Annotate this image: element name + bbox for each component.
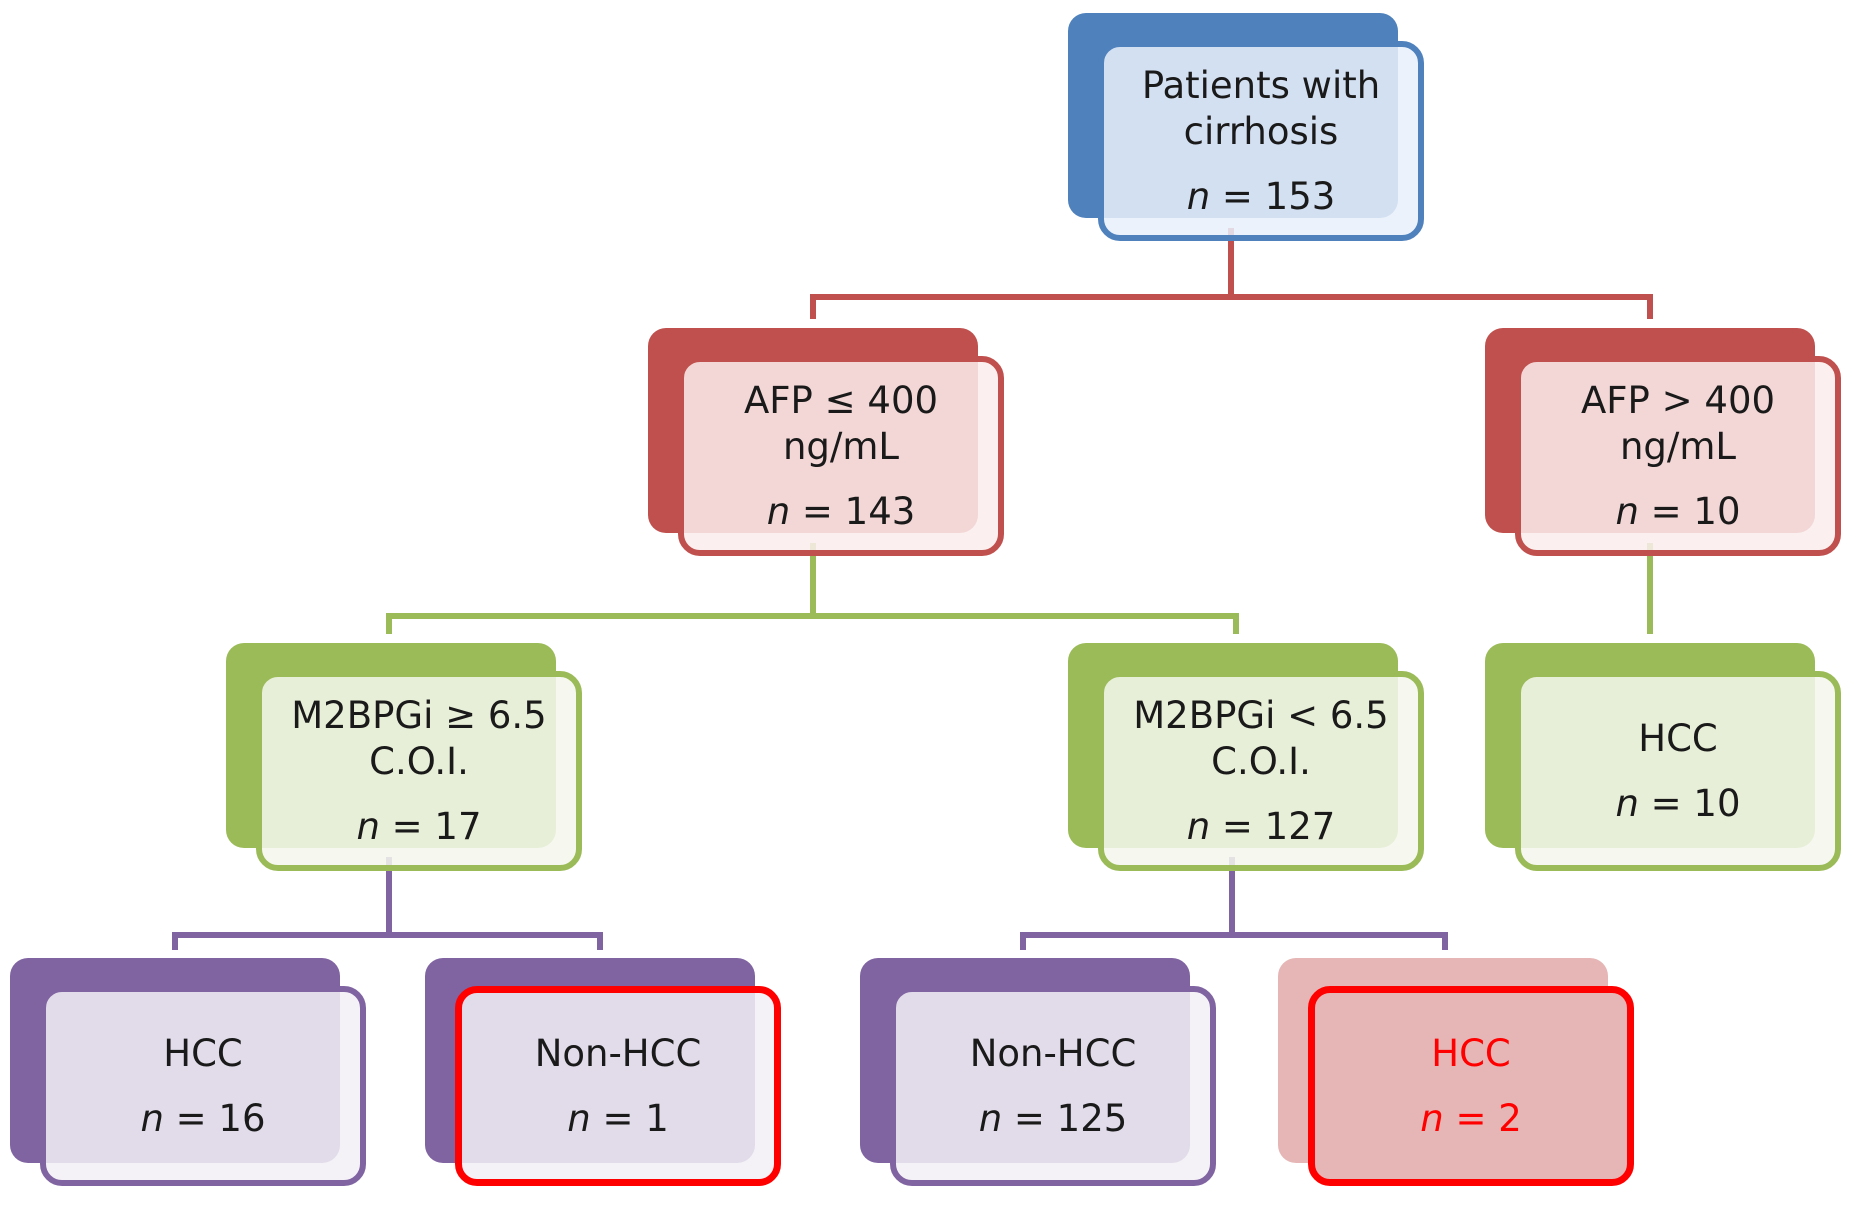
node-hcc-m2bpgi-high: HCC n = 16: [10, 958, 366, 1186]
count-value: = 2: [1455, 1096, 1522, 1140]
node-count: n = 10: [1615, 489, 1740, 535]
node-patients-with-cirrhosis: Patients with cirrhosis n = 153: [1068, 13, 1424, 241]
node-count: n = 10: [1615, 781, 1740, 827]
node-nonhcc-m2bpgi-low: Non-HCC n = 125: [860, 958, 1216, 1186]
node-label: M2BPGi ≥ 6.5 C.O.I.: [291, 693, 547, 783]
node-count: n = 143: [767, 489, 916, 535]
n-symbol: n: [356, 804, 380, 848]
node-count: n = 2: [1420, 1096, 1522, 1142]
node-box: AFP > 400 ng/mL n = 10: [1515, 356, 1841, 556]
node-m2bpgi-high: M2BPGi ≥ 6.5 C.O.I. n = 17: [226, 643, 582, 871]
node-box: HCC n = 2: [1308, 986, 1634, 1186]
count-value: = 10: [1650, 781, 1741, 825]
node-box: M2BPGi < 6.5 C.O.I. n = 127: [1098, 671, 1424, 871]
node-afp-high: AFP > 400 ng/mL n = 10: [1485, 328, 1841, 556]
node-label: Non-HCC: [969, 1031, 1137, 1075]
n-symbol: n: [1186, 174, 1211, 218]
connector-afp-low-to-m2: [386, 543, 1239, 634]
node-hcc-m2bpgi-low: HCC n = 2: [1278, 958, 1634, 1186]
count-value: = 127: [1221, 804, 1336, 848]
node-label: AFP ≤ 400 ng/mL: [743, 378, 939, 468]
count-value: = 17: [391, 804, 482, 848]
node-label: Non-HCC: [534, 1031, 702, 1075]
node-label: HCC: [1431, 1031, 1511, 1075]
node-count: n = 153: [1187, 174, 1336, 220]
n-symbol: n: [766, 489, 791, 533]
n-symbol: n: [1186, 804, 1211, 848]
node-afp-low: AFP ≤ 400 ng/mL n = 143: [648, 328, 1004, 556]
node-box: M2BPGi ≥ 6.5 C.O.I. n = 17: [256, 671, 582, 871]
node-count: n = 127: [1187, 804, 1336, 850]
connector-root-to-afp: [810, 228, 1653, 319]
node-label: HCC: [1638, 716, 1718, 760]
node-box: HCC n = 10: [1515, 671, 1841, 871]
node-nonhcc-m2bpgi-high: Non-HCC n = 1: [425, 958, 781, 1186]
n-symbol: n: [978, 1096, 1003, 1140]
n-symbol: n: [1615, 489, 1639, 533]
node-count: n = 17: [356, 804, 481, 850]
node-m2bpgi-low: M2BPGi < 6.5 C.O.I. n = 127: [1068, 643, 1424, 871]
node-box: Patients with cirrhosis n = 153: [1098, 41, 1424, 241]
node-label: HCC: [163, 1031, 243, 1075]
node-box: AFP ≤ 400 ng/mL n = 143: [678, 356, 1004, 556]
node-count: n = 16: [140, 1096, 265, 1142]
n-symbol: n: [140, 1096, 164, 1140]
node-count: n = 1: [567, 1096, 669, 1142]
count-value: = 1: [602, 1096, 669, 1140]
count-value: = 16: [175, 1096, 266, 1140]
n-symbol: n: [1615, 781, 1639, 825]
node-box: Non-HCC n = 1: [455, 986, 781, 1186]
node-hcc-afp-high: HCC n = 10: [1485, 643, 1841, 871]
count-value: = 153: [1221, 174, 1336, 218]
node-box: Non-HCC n = 125: [890, 986, 1216, 1186]
node-box: HCC n = 16: [40, 986, 366, 1186]
node-label: Patients with cirrhosis: [1141, 63, 1381, 153]
node-label: M2BPGi < 6.5 C.O.I.: [1133, 693, 1389, 783]
node-label: AFP > 400 ng/mL: [1580, 378, 1776, 468]
n-symbol: n: [567, 1096, 591, 1140]
count-value: = 143: [801, 489, 916, 533]
node-count: n = 125: [979, 1096, 1128, 1142]
count-value: = 10: [1650, 489, 1741, 533]
n-symbol: n: [1420, 1096, 1444, 1140]
count-value: = 125: [1013, 1096, 1128, 1140]
